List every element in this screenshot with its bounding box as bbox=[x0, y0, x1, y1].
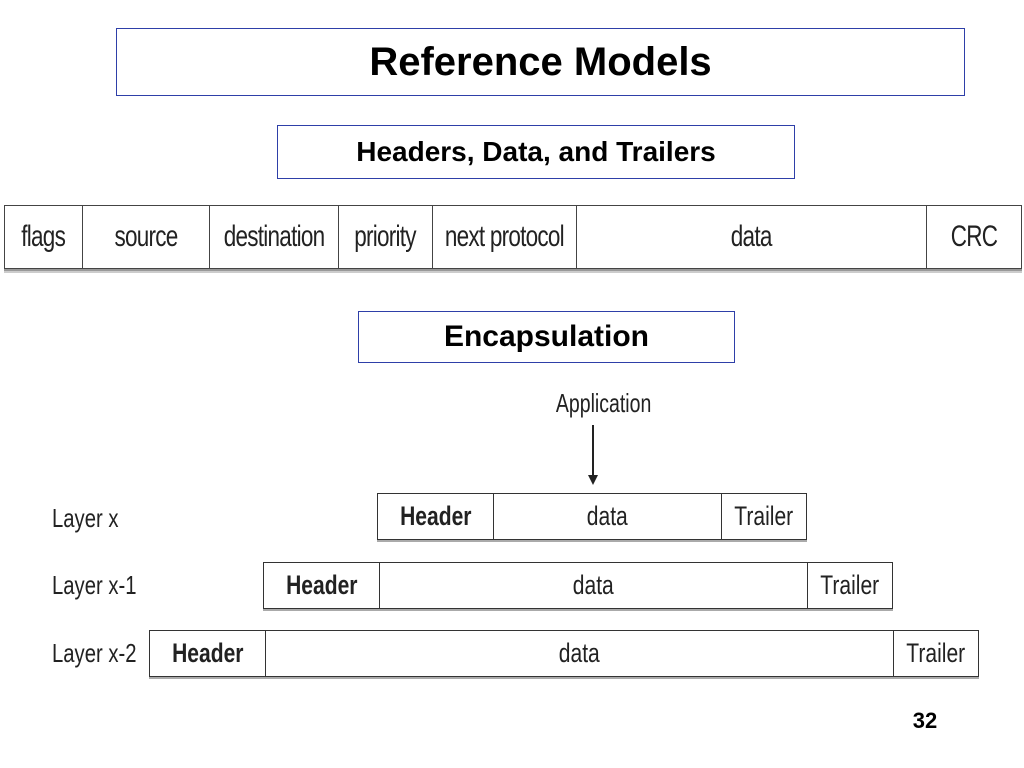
frame-field: CRC bbox=[950, 220, 998, 253]
layer-label: Layer x-2 bbox=[52, 638, 137, 668]
slide-title-box: Reference Models bbox=[116, 28, 965, 96]
section-heading-box: Headers, Data, and Trailers bbox=[277, 125, 795, 179]
trailer-cell: Trailer bbox=[734, 501, 794, 531]
section-heading: Headers, Data, and Trailers bbox=[356, 136, 716, 167]
frame-field: priority bbox=[339, 206, 433, 268]
data-cell: data bbox=[266, 631, 894, 676]
header-cell: Header bbox=[378, 494, 494, 539]
application-label: Application bbox=[555, 388, 652, 418]
slide-title: Reference Models bbox=[369, 39, 712, 84]
layer-row: Header data Trailer bbox=[149, 630, 979, 677]
layer-label: Layer x-1 bbox=[52, 570, 137, 600]
data-cell: data bbox=[494, 494, 722, 539]
header-cell: Header bbox=[150, 631, 266, 676]
frame-field: next protocol bbox=[433, 206, 577, 268]
down-arrow-icon bbox=[588, 425, 598, 485]
data-cell: data bbox=[380, 563, 808, 608]
frame-format-row: flags source destination priority next p… bbox=[4, 205, 1022, 269]
layer-row: Header data Trailer bbox=[263, 562, 893, 609]
frame-field: source bbox=[83, 206, 210, 268]
page-number: 32 bbox=[912, 708, 938, 733]
frame-field: data bbox=[577, 206, 927, 268]
trailer-cell: Trailer bbox=[820, 570, 880, 600]
header-cell: Header bbox=[264, 563, 380, 608]
trailer-cell: Trailer bbox=[906, 638, 966, 668]
layer-row: Header data Trailer bbox=[377, 493, 807, 540]
frame-field: destination bbox=[210, 206, 339, 268]
encapsulation-heading-box: Encapsulation bbox=[358, 311, 735, 363]
frame-field: flags bbox=[5, 206, 83, 268]
encapsulation-heading: Encapsulation bbox=[443, 320, 650, 353]
layer-label: Layer x bbox=[52, 503, 119, 533]
